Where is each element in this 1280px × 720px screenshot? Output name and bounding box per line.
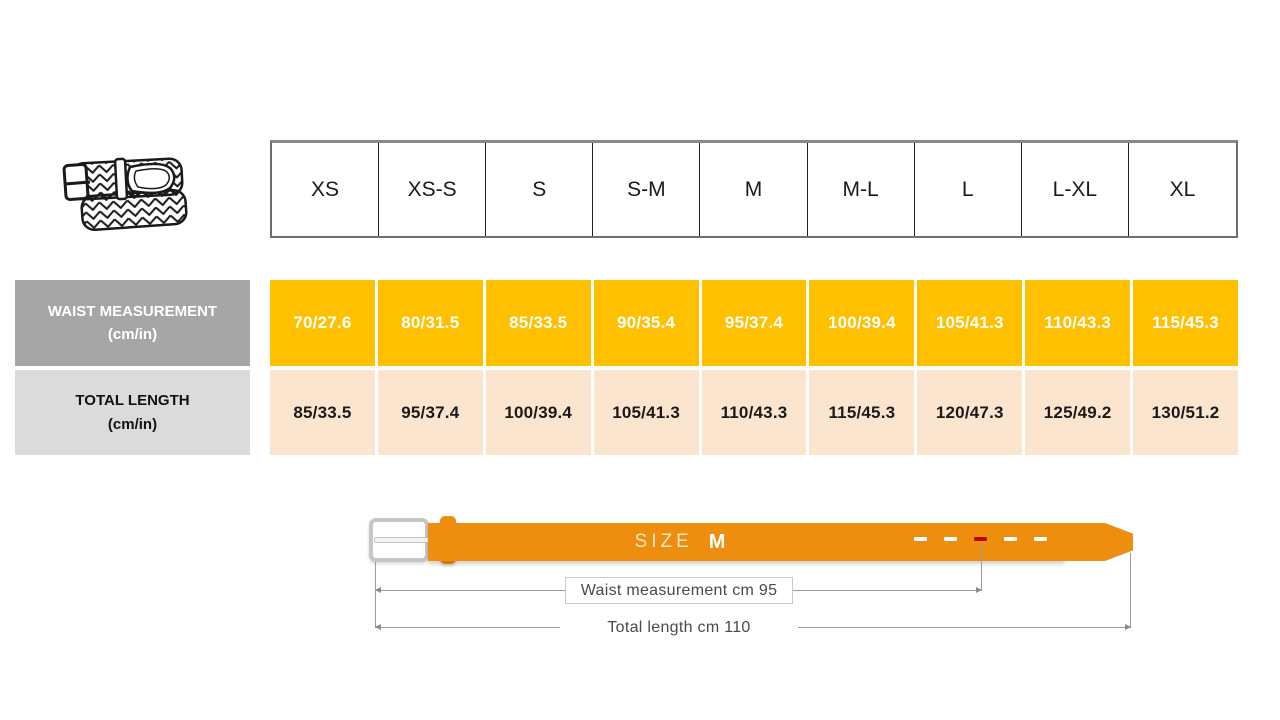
length-value-cell: 105/41.3 [593, 370, 699, 455]
size-value: M [708, 530, 726, 553]
waist-value-cell: 115/45.3 [1133, 280, 1238, 366]
waist-value-cell: 70/27.6 [270, 280, 375, 366]
length-value-cell: 85/33.5 [270, 370, 375, 455]
size-header-cell: L [915, 143, 1022, 236]
length-value-cell: 120/47.3 [917, 370, 1023, 455]
belt-hole [1004, 537, 1017, 541]
belt-hole [944, 537, 957, 541]
waist-label-unit: (cm/in) [107, 326, 158, 343]
size-header-cell: XS [272, 143, 380, 236]
waist-value-cell: 100/39.4 [809, 280, 915, 366]
size-header-cell: XS-S [379, 143, 487, 236]
waist-measurement-callout: Waist measurement cm 95 [565, 577, 793, 604]
length-label-line1: TOTAL LENGTH [75, 392, 190, 410]
size-header-cell: S-M [593, 143, 701, 236]
size-header-cell: M-L [808, 143, 915, 236]
size-header-cell: L-XL [1022, 143, 1129, 236]
belt-strap [428, 523, 1065, 561]
belt-hole [914, 537, 927, 541]
measure-line-vertical-buckle [375, 562, 376, 628]
belt-tip [1063, 523, 1133, 561]
waist-value-cell: 110/43.3 [1025, 280, 1131, 366]
waist-value-cell: 80/31.5 [377, 280, 483, 366]
length-value-cell: 125/49.2 [1025, 370, 1131, 455]
belt-hole-current-size [974, 537, 987, 541]
waist-measurement-label: WAIST MEASUREMENT (cm/in) [15, 280, 250, 366]
belt-buckle-icon [369, 518, 436, 562]
length-value-cell: 100/39.4 [485, 370, 591, 455]
measure-line-vertical-hole [981, 545, 982, 590]
waist-label-line1: WAIST MEASUREMENT [47, 302, 218, 320]
total-length-callout: Total length cm 110 [560, 615, 798, 640]
buckle-prong [374, 537, 436, 543]
belt-hole [1034, 537, 1047, 541]
size-word: SIZE [634, 531, 693, 552]
braided-belt-icon [62, 157, 188, 232]
waist-value-cell: 105/41.3 [917, 280, 1023, 366]
waist-value-cell: 95/37.4 [701, 280, 807, 366]
length-value-cell: 95/37.4 [377, 370, 483, 455]
length-label-unit: (cm/in) [107, 415, 158, 433]
size-header-cell: XL [1169, 177, 1196, 201]
total-length-label: TOTAL LENGTH (cm/in) [15, 370, 250, 455]
length-value-cell: 115/45.3 [809, 370, 915, 455]
belt-holes [914, 537, 1047, 541]
waist-value-cell: 85/33.5 [485, 280, 591, 366]
size-header-cell: M [700, 143, 808, 236]
size-header-cell: S [486, 143, 594, 236]
length-value-cell: 130/51.2 [1133, 370, 1238, 455]
measure-line-vertical-tip [1130, 553, 1131, 628]
length-value-cell: 110/43.3 [701, 370, 807, 455]
waist-value-cell: 90/35.4 [593, 280, 699, 366]
belt-size-text: SIZE M [560, 523, 800, 561]
